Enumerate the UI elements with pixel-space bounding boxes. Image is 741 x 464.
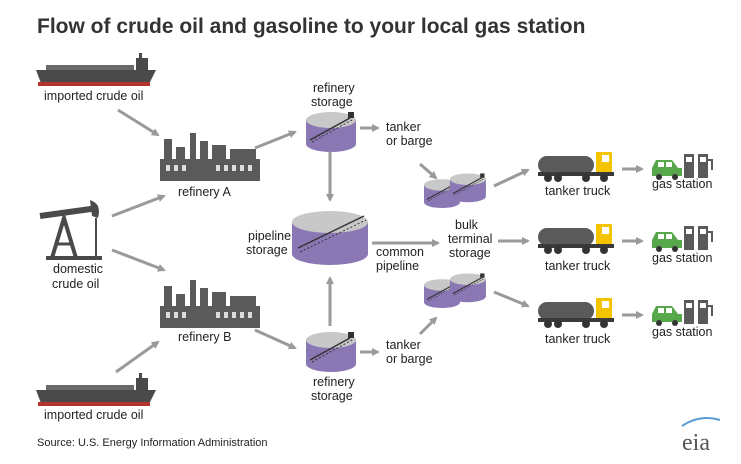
flow-arrows [111, 108, 644, 374]
arrow-import-to-refinery-a [117, 108, 160, 137]
gas-station-icon [651, 225, 713, 253]
refinery-storage-tank-icon [305, 111, 357, 153]
refinery-storage-bottom-label-2: storage [311, 389, 353, 403]
tanker-truck-2-label: tanker truck [545, 259, 611, 273]
refinery-a-label: refinery A [178, 185, 231, 199]
eia-logo: eia [681, 417, 721, 456]
tanker-truck-icon [538, 224, 614, 254]
arrow-domestic-to-refinery-b [111, 248, 166, 272]
tanker-truck-1-label: tanker truck [545, 184, 611, 198]
bulk-terminal-label-1: bulk [455, 218, 479, 232]
pipeline-storage-label-1: pipeline [248, 229, 291, 243]
pipeline-storage-label-2: storage [246, 243, 288, 257]
imported-crude-oil-top-label: imported crude oil [44, 89, 143, 103]
bulk-terminal-label-2: terminal [448, 232, 492, 246]
refinery-b-label: refinery B [178, 330, 232, 344]
arrow-import-to-refinery-b [115, 340, 160, 374]
eia-logo-text: eia [682, 430, 710, 456]
arrow-domestic-to-refinery-a [111, 194, 166, 218]
gas-station-icon [651, 299, 713, 327]
refinery-storage-bottom-label-1: refinery [313, 375, 355, 389]
refinery-storage-top-label-1: refinery [313, 81, 355, 95]
tanker-truck-icon [538, 152, 614, 182]
tanker-ship-icon [36, 53, 156, 86]
arrow-terminal-to-truck-1 [493, 168, 530, 188]
arrow-tanker-to-terminal-top [419, 162, 438, 180]
refinery-a-icon [160, 133, 260, 181]
gas-station-2-label: gas station [652, 251, 713, 265]
imported-crude-oil-bottom-label: imported crude oil [44, 408, 143, 422]
tanker-barge-bottom-label-1: tanker [386, 338, 421, 352]
domestic-label-line-1: domestic [53, 262, 103, 276]
common-pipeline-label-2: pipeline [376, 259, 419, 273]
oil-pumpjack-icon [39, 200, 102, 260]
source-note: Source: U.S. Energy Information Administ… [37, 437, 268, 449]
gas-station-3-label: gas station [652, 325, 713, 339]
common-pipeline-label-1: common [376, 245, 424, 259]
bulk-terminal-tanks-icon [423, 172, 487, 209]
arrow-tanker-to-terminal-bottom [418, 316, 438, 336]
tanker-truck-3-label: tanker truck [545, 332, 611, 346]
tanker-ship-icon [36, 373, 156, 406]
tanker-truck-icon [538, 298, 614, 328]
tanker-barge-bottom-label-2: or barge [386, 352, 433, 366]
bulk-terminal-tanks-icon [423, 272, 487, 309]
arrow-refinery-a-to-storage [254, 130, 297, 150]
refinery-storage-tank-icon [305, 331, 357, 373]
gas-station-1-label: gas station [652, 177, 713, 191]
refinery-b-icon [160, 280, 260, 328]
refinery-storage-top-label-2: storage [311, 95, 353, 109]
pipeline-storage-tank-icon [292, 211, 368, 265]
tanker-barge-top-label-2: or barge [386, 134, 433, 148]
arrow-refinery-b-to-storage [254, 328, 297, 350]
diagram-title: Flow of crude oil and gasoline to your l… [37, 15, 585, 38]
arrow-terminal-to-truck-3 [493, 290, 530, 308]
bulk-terminal-label-3: storage [449, 246, 491, 260]
tanker-barge-top-label-1: tanker [386, 120, 421, 134]
domestic-label-line-2: crude oil [52, 277, 99, 291]
